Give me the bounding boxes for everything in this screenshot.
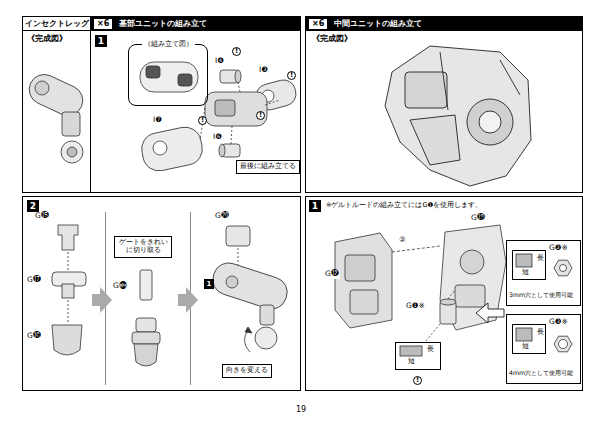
part-number: G⓬ [324,270,340,279]
node-text: （組み立て図） [129,40,207,49]
node-text: G❸※ [549,318,568,326]
step-header: ×6 基部ユニットの組み立て [90,16,301,31]
step-number: 1 [309,200,321,212]
part-number: I❻ [212,133,223,142]
note-box: ゲートをきれいに切り取る [114,236,172,258]
node-text: 最後に組み立てる [240,162,296,170]
node-text: 基部ユニットの組み立て [119,18,207,29]
panel-border [306,17,583,193]
step-header: ×6 中間ユニットの組み立て [305,16,583,31]
part-number: G⓯ [34,212,50,221]
node-text: 短 [522,269,529,277]
note-box: 最後に組み立てる [236,160,300,174]
part-number: I❼ [152,116,163,125]
step2-parts [52,225,291,366]
inset-view: （組み立て図） [128,44,208,106]
view-title: 《完成図》 [26,34,68,43]
caution-mark: ! [287,71,296,80]
part-number: G❶※ [405,302,426,311]
node-text: G❷※ [549,244,568,252]
node-text: 長 [537,329,544,337]
part-number: I❸ [258,66,269,75]
hole-diagram: 長短 [512,250,546,280]
node-text: 1 [312,201,318,211]
note-text: ※ゲルトルードの組み立てにはG❶を使用します。 [325,202,483,209]
view-title: 《完成図》 [311,34,353,43]
part-number: G⓱ [26,276,42,285]
part-number: G⓰ [26,332,42,341]
node-text: 中間ユニットの組み立て [334,18,422,29]
base-unit-parts [139,62,299,174]
hole-diagram: 長短 [512,324,546,354]
node-text: ゲートをきれいに切り取る [119,238,168,254]
completed-leg [24,70,87,163]
node-text: 長 [537,255,544,263]
node-text: 長 [427,346,434,354]
caution-mark: ! [198,116,207,125]
completed-middle-unit [385,46,531,186]
panel-divider [90,30,91,192]
node-text: ×6 [309,19,327,29]
middle-unit-parts [335,225,572,356]
part-number: I❹ [214,57,225,66]
caution-mark: ! [413,376,422,385]
panel-border [23,17,301,193]
node-text: 3mm穴として使用可能 [509,292,573,299]
option-box: G❸※4mm穴として使用可能長短 [506,314,581,384]
note-box: 向きを変える [222,364,272,378]
part-number: G⓴ [214,212,230,221]
node-text: 1 [98,36,104,46]
caution-mark: ! [232,47,241,56]
callout-number: ② [398,236,407,245]
node-text: 短 [522,343,529,351]
option-box: G❷※3mm穴として使用可能長短 [506,240,581,306]
panel-border [23,197,301,391]
step-reference: 1 [204,279,214,289]
hole-diagram: 長短 [395,342,441,370]
node-text: ×6 [94,19,112,29]
caution-mark: ! [256,111,265,120]
step-number: 2 [27,200,39,212]
node-text: 4mm穴として使用可能 [509,370,573,377]
step-number: 1 [95,35,107,47]
part-number: G⓾ [112,282,128,291]
section-title: インセクトレッグ [22,16,91,31]
node-text: インセクトレッグ [25,18,89,29]
node-text: 短 [408,358,415,366]
panel-border [306,197,583,391]
node-text: 1 [207,280,212,288]
node-text: 向きを変える [226,366,268,374]
node-text: 2 [30,201,36,211]
part-number: G⓳ [470,214,486,223]
page-number: 19 [295,405,307,414]
